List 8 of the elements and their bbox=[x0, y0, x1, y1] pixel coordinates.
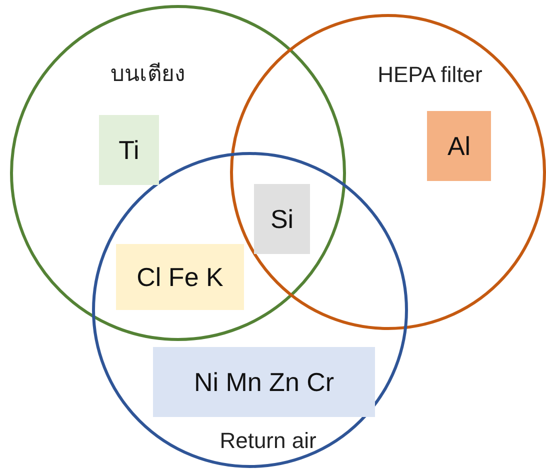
element-box: Al bbox=[427, 111, 491, 181]
element-box: Cl Fe K bbox=[116, 244, 244, 310]
set-label: HEPA filter bbox=[378, 61, 482, 89]
element-box: Ti bbox=[99, 115, 159, 185]
element-box: Ni Mn Zn Cr bbox=[153, 347, 375, 417]
set-label: บนเตียง bbox=[110, 60, 186, 88]
element-box: Si bbox=[254, 184, 310, 254]
set-label: Return air bbox=[220, 427, 316, 455]
